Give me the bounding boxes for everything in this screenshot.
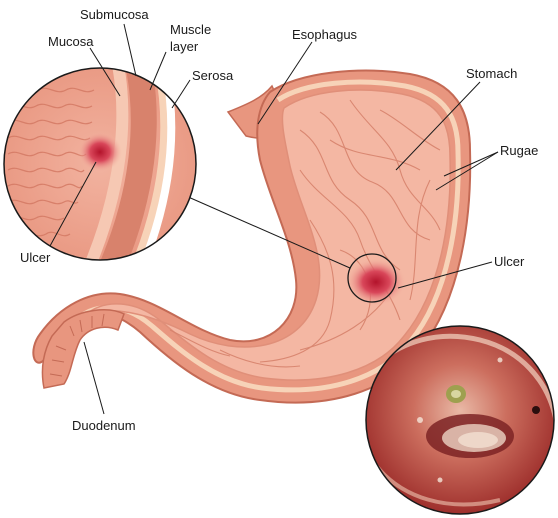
label-duodenum: Duodenum [72, 418, 136, 433]
label-ulcer-inset: Ulcer [20, 250, 51, 265]
label-ulcer-stomach: Ulcer [494, 254, 525, 269]
label-submucosa: Submucosa [80, 7, 149, 22]
endoscopy-photo [366, 326, 556, 514]
label-esophagus: Esophagus [292, 27, 358, 42]
label-muscle-layer-line2: layer [170, 39, 199, 54]
label-muscle-layer-line1: Muscle [170, 22, 211, 37]
stomach-ulcer-spot [346, 258, 406, 306]
label-serosa: Serosa [192, 68, 234, 83]
wall-cross-section-inset [4, 40, 196, 282]
label-rugae: Rugae [500, 143, 538, 158]
label-stomach: Stomach [466, 66, 517, 81]
label-mucosa: Mucosa [48, 34, 94, 49]
